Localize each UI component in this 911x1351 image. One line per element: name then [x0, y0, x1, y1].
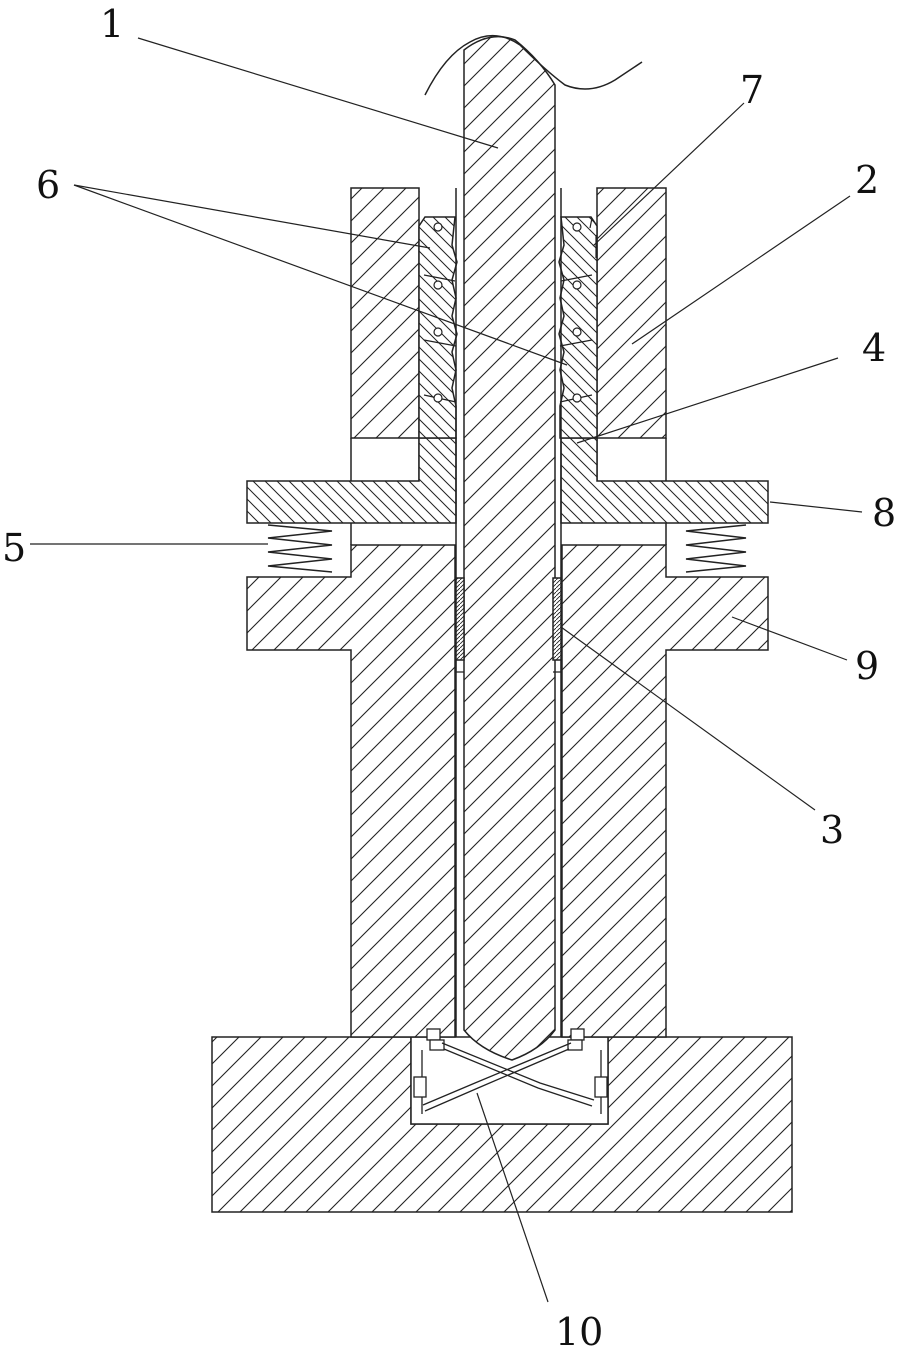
plate-right: [561, 438, 768, 523]
label-4: 4: [862, 326, 886, 370]
upper-housing-left: [351, 188, 419, 438]
label-6: 6: [36, 163, 60, 207]
spring-left: [268, 525, 332, 572]
label-3: 3: [820, 808, 844, 852]
bushing-left: [456, 578, 464, 660]
housing-gap-left: [351, 438, 419, 481]
sleeve-right: [559, 217, 597, 438]
housing-gap-right: [597, 438, 666, 481]
label-1: 1: [100, 2, 124, 46]
label-8: 8: [872, 491, 896, 535]
bushing-right: [553, 578, 561, 660]
label-2: 2: [855, 158, 879, 202]
label-5: 5: [2, 526, 26, 570]
label-9: 9: [855, 644, 879, 688]
main-rod: [464, 37, 555, 1060]
label-10: 10: [555, 1310, 603, 1351]
lower-housing-left: [247, 545, 455, 1037]
upper-housing-right: [597, 188, 666, 438]
label-7: 7: [740, 68, 764, 112]
spring-right: [686, 525, 746, 572]
